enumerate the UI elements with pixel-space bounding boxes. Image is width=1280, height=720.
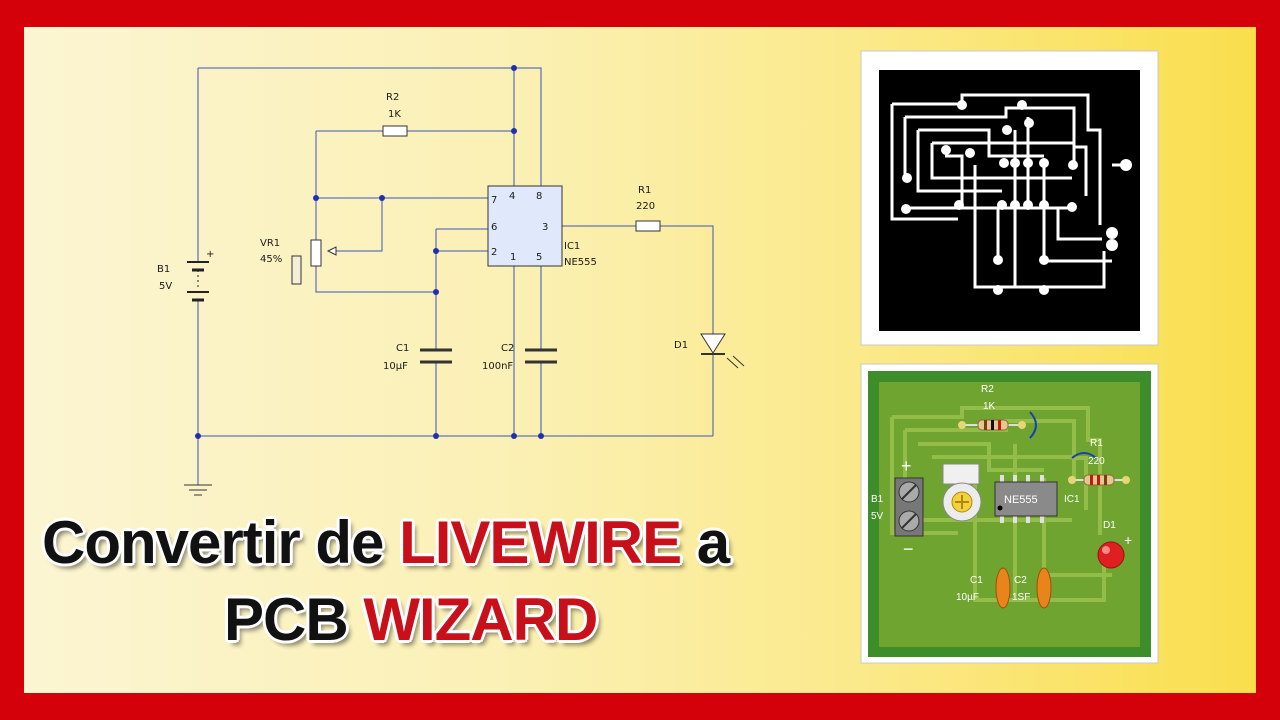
b1-value: 5V <box>159 281 172 292</box>
pcb-c1-label: C1 <box>970 575 983 586</box>
ic1-pin: 2 <box>491 247 497 258</box>
realworld-capacitors <box>995 567 1052 609</box>
vr1-value: 45% <box>260 254 282 265</box>
battery-symbol <box>187 261 209 302</box>
r1-wire-bend <box>1071 452 1097 459</box>
title-line-2: PCB WIZARD <box>224 585 598 654</box>
ic1-pin: 8 <box>536 191 542 202</box>
led-symbol <box>700 333 745 369</box>
pcb-minus-sign: − <box>903 539 914 559</box>
ground-symbol <box>184 484 212 496</box>
ic1-name: IC1 <box>564 241 580 252</box>
r1-value: 220 <box>636 201 655 212</box>
ic1-chip-symbol <box>487 185 563 267</box>
pcb-r2-label: R2 <box>981 384 994 395</box>
c2-name: C2 <box>501 343 514 354</box>
title-highlight: WIZARD <box>363 586 598 653</box>
ic1-pin: 1 <box>510 252 516 263</box>
ic1-pin: 6 <box>491 222 497 233</box>
pcb-d1-label: D1 <box>1103 520 1116 531</box>
pcb-r2-value: 1K <box>983 401 996 412</box>
capacitor-symbols <box>420 348 557 364</box>
c2-value: 100nF <box>482 361 513 372</box>
r1-name: R1 <box>638 185 651 196</box>
realworld-r1-resistor <box>1068 474 1130 486</box>
pcb-b1-label: B1 <box>871 494 884 505</box>
pcb-ic-chip-text: NE555 <box>1004 494 1038 506</box>
title-highlight: LIVEWIRE <box>399 509 682 576</box>
pcb-ic1-label: IC1 <box>1064 494 1080 505</box>
ic1-pin: 5 <box>536 252 542 263</box>
pcb-d1-plus: + <box>1124 532 1132 548</box>
artwork-pads <box>901 100 1132 295</box>
pcb-b1-value: 5V <box>871 511 884 522</box>
pcb-plus-sign: + <box>901 456 912 476</box>
pcb-c2-value: 1SF <box>1012 592 1030 603</box>
r2-name: R2 <box>386 92 399 103</box>
pcb-r1-value: 220 <box>1088 456 1105 467</box>
title-part: PCB <box>224 586 364 653</box>
realworld-battery-terminal <box>894 477 924 537</box>
b1-name: B1 <box>157 264 170 275</box>
vr1-name: VR1 <box>260 238 280 249</box>
realworld-trimmer-pot <box>942 463 982 522</box>
r2-value: 1K <box>388 109 401 120</box>
realworld-led <box>1097 541 1125 569</box>
c1-value: 10µF <box>383 361 408 372</box>
pcb-r1-label: R1 <box>1090 438 1103 449</box>
r2-resistor-symbol <box>382 125 408 137</box>
c1-name: C1 <box>396 343 409 354</box>
pcb-c1-value: 10µF <box>956 592 979 603</box>
vr1-potentiometer-symbol <box>291 239 337 285</box>
ic1-pin: 7 <box>491 195 497 206</box>
ic1-pin: 4 <box>509 191 515 202</box>
battery-plus: + <box>206 249 214 260</box>
title-part: a <box>681 509 730 576</box>
ic1-pin: 3 <box>542 222 548 233</box>
title-part: Convertir de <box>42 509 400 576</box>
title-line-1: Convertir de LIVEWIRE a <box>42 508 730 577</box>
pcb-c2-label: C2 <box>1014 575 1027 586</box>
r1-resistor-symbol <box>635 220 661 232</box>
schematic-wires <box>197 67 714 485</box>
realworld-r2-resistor <box>958 419 1026 431</box>
d1-name: D1 <box>674 340 688 351</box>
r2-wire-bend <box>1029 411 1037 439</box>
realworld-ic-chip <box>994 475 1058 523</box>
junction-dots <box>195 65 544 439</box>
ic1-value: NE555 <box>564 257 597 268</box>
